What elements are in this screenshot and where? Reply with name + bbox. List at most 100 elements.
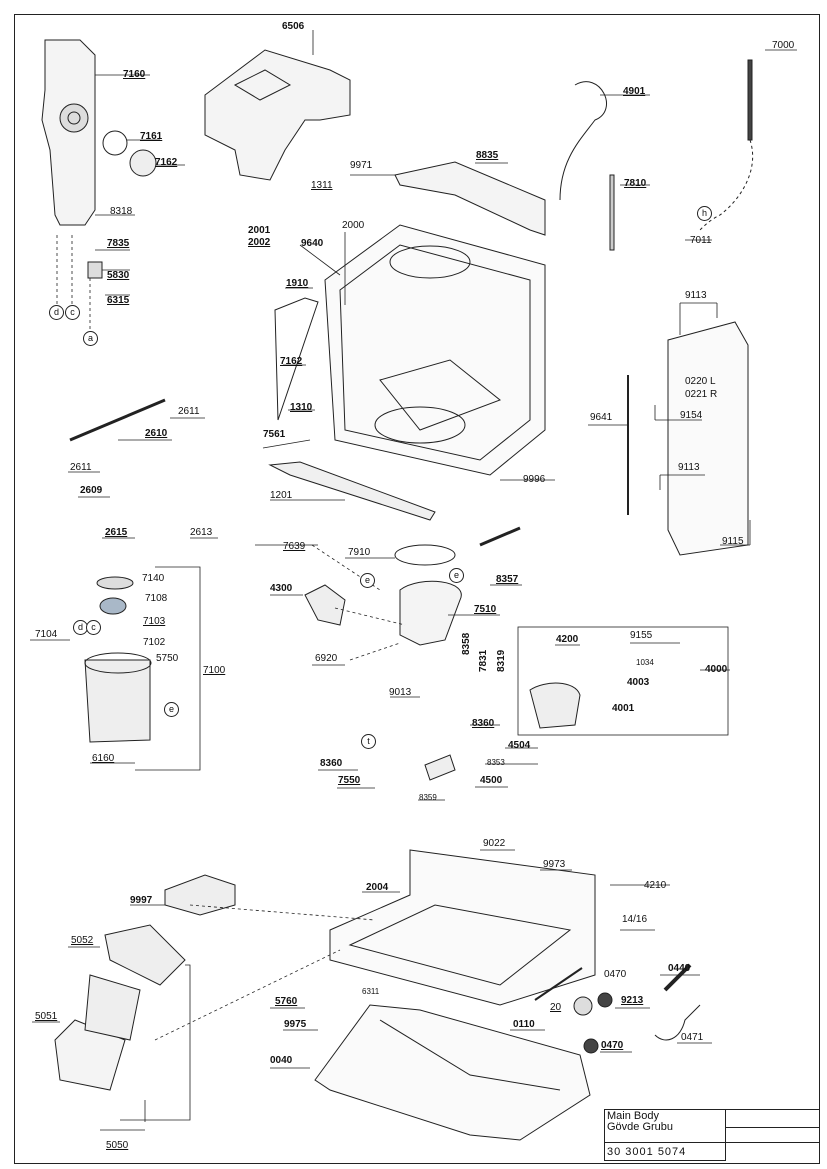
label-8319: 8319 xyxy=(496,649,507,672)
label-6160: 6160 xyxy=(92,753,115,764)
label-0470: 0470 xyxy=(604,969,627,980)
callout-d: d xyxy=(49,305,64,320)
label-9113: 9113 xyxy=(685,290,707,301)
side-panel-shape xyxy=(667,321,749,556)
label-8353: 8353 xyxy=(487,758,505,767)
label-9996: 9996 xyxy=(523,474,546,485)
label-1201: 1201 xyxy=(270,490,293,501)
label-7835: 7835 xyxy=(107,238,130,249)
label-7108: 7108 xyxy=(145,593,168,604)
label-6315: 6315 xyxy=(107,295,130,306)
label-9975: 9975 xyxy=(284,1019,307,1030)
label-6506: 6506 xyxy=(282,21,305,32)
label-7104: 7104 xyxy=(35,629,58,640)
label-6920: 6920 xyxy=(315,653,338,664)
label-9213: 9213 xyxy=(621,995,644,1006)
label-5052: 5052 xyxy=(71,935,94,946)
label-1311: 1311 xyxy=(311,180,333,191)
label-0220L: 0220 L xyxy=(685,376,716,387)
label-5830: 5830 xyxy=(107,270,130,281)
label-7140: 7140 xyxy=(142,573,165,584)
label-2610: 2610 xyxy=(145,428,168,439)
callout-e: e xyxy=(360,573,375,588)
label-0040: 0040 xyxy=(270,1055,293,1066)
drawing-frame xyxy=(14,14,820,1164)
label-6311: 6311 xyxy=(362,987,380,996)
label-5760: 5760 xyxy=(275,996,298,1007)
label-0471: 0471 xyxy=(681,1032,704,1043)
label-0221R: 0221 R xyxy=(685,389,718,400)
label-2611: 2611 xyxy=(178,406,200,417)
label-8359: 8359 xyxy=(419,793,437,802)
title-block: Main Body Gövde Grubu 30 3001 5074 xyxy=(604,1109,820,1161)
label-7550: 7550 xyxy=(338,775,361,786)
label-5750: 5750 xyxy=(156,653,179,664)
label-9973: 9973 xyxy=(543,859,566,870)
label-9113-b: 9113 xyxy=(678,462,700,473)
label-7810: 7810 xyxy=(624,178,647,189)
callout-c-2: c xyxy=(86,620,101,635)
label-4210: 4210 xyxy=(644,880,667,891)
label-9013: 9013 xyxy=(389,687,412,698)
label-0470-b: 0470 xyxy=(601,1040,624,1051)
callout-h: h xyxy=(697,206,712,221)
label-9115: 9115 xyxy=(722,536,744,547)
label-2611-b: 2611 xyxy=(70,462,92,473)
title-block-empty-cell-2 xyxy=(725,1127,820,1143)
label-4003: 4003 xyxy=(627,677,650,688)
label-7000: 7000 xyxy=(772,40,795,51)
label-5050: 5050 xyxy=(106,1140,129,1151)
title-block-empty-cell xyxy=(725,1109,820,1128)
label-2609: 2609 xyxy=(80,485,103,496)
label-8360: 8360 xyxy=(472,718,495,729)
label-9997: 9997 xyxy=(130,895,153,906)
label-7561: 7561 xyxy=(263,429,286,440)
label-7011: 7011 xyxy=(690,235,712,246)
label-1910: 1910 xyxy=(286,278,309,289)
label-8835: 8835 xyxy=(476,150,499,161)
callout-e-2: e xyxy=(449,568,464,583)
water-softener-housing-shape xyxy=(41,39,96,226)
label-2615: 2615 xyxy=(105,527,128,538)
label-7103: 7103 xyxy=(143,616,166,627)
label-8360-b: 8360 xyxy=(320,758,343,769)
label-2004: 2004 xyxy=(366,882,389,893)
callout-e-3: e xyxy=(164,702,179,717)
label-7162-b: 7162 xyxy=(280,356,303,367)
title-line-2: Gövde Grubu xyxy=(607,1121,674,1133)
base-frame-shape xyxy=(329,849,596,1006)
label-9641: 9641 xyxy=(590,412,613,423)
label-7161: 7161 xyxy=(140,131,163,142)
label-0440: 0440 xyxy=(668,963,691,974)
label-7639: 7639 xyxy=(283,541,306,552)
sump-shape xyxy=(399,580,462,646)
label-9640: 9640 xyxy=(301,238,324,249)
label-20: 20 xyxy=(550,1002,562,1013)
label-2001: 2001 xyxy=(248,225,271,236)
label-5051: 5051 xyxy=(35,1011,58,1022)
label-2000: 2000 xyxy=(342,220,365,231)
softener-shape xyxy=(84,659,151,743)
label-4200: 4200 xyxy=(556,634,579,645)
label-4504: 4504 xyxy=(508,740,531,751)
callout-t: t xyxy=(361,734,376,749)
label-4901: 4901 xyxy=(623,86,646,97)
label-9971: 9971 xyxy=(350,160,373,171)
label-2613: 2613 xyxy=(190,527,213,538)
label-8358: 8358 xyxy=(461,632,472,655)
label-7831: 7831 xyxy=(478,649,489,672)
label-9022: 9022 xyxy=(483,838,506,849)
callout-c: c xyxy=(65,305,80,320)
top-cover-shape xyxy=(204,49,351,181)
label-4001: 4001 xyxy=(612,703,635,714)
label-7100: 7100 xyxy=(203,665,226,676)
tub-shape xyxy=(324,224,546,476)
label-8318: 8318 xyxy=(110,206,133,217)
label-9154: 9154 xyxy=(680,410,703,421)
title-line-1: Main Body xyxy=(607,1110,659,1122)
label-4300: 4300 xyxy=(270,583,293,594)
label-2002: 2002 xyxy=(248,237,271,248)
label-7162: 7162 xyxy=(155,157,178,168)
label-14-16: 14/16 xyxy=(622,914,648,925)
